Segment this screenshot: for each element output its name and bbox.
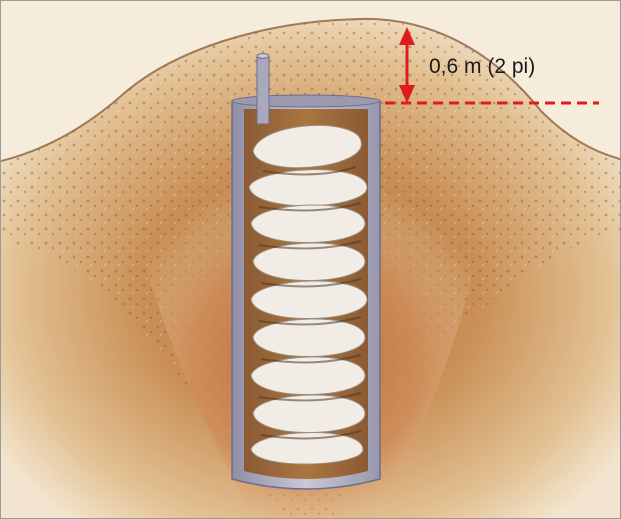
vent-pipe bbox=[257, 54, 269, 125]
depth-measurement-label: 0,6 m (2 pi) bbox=[429, 55, 535, 79]
stacked-bags bbox=[249, 125, 367, 464]
